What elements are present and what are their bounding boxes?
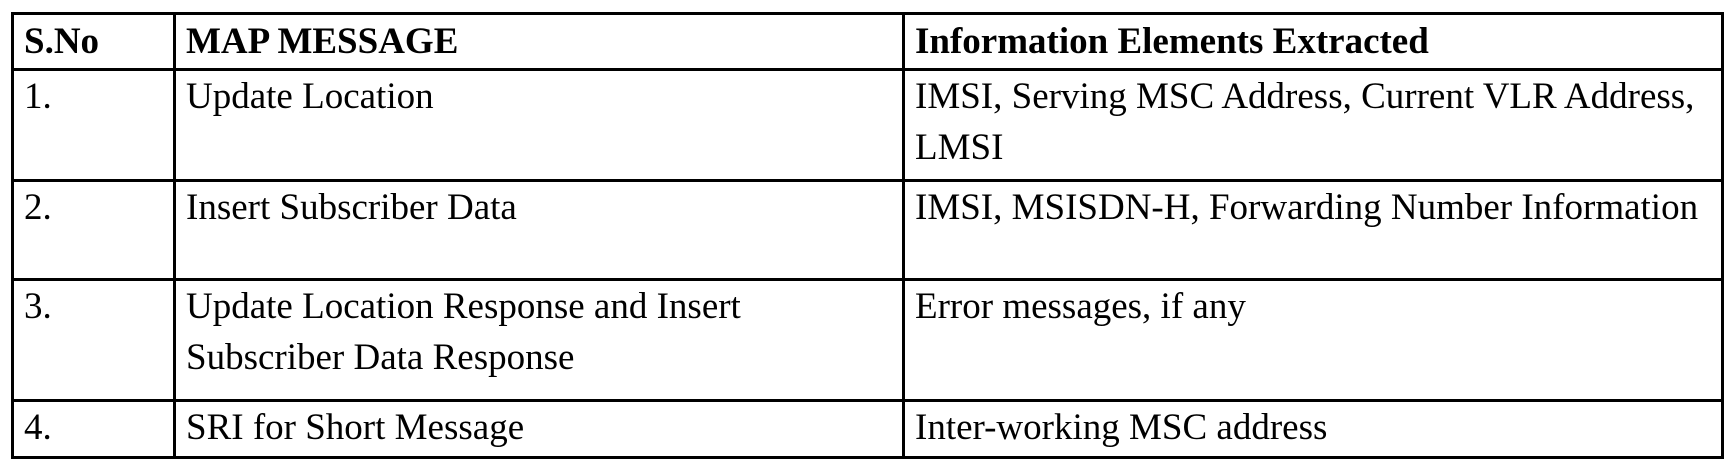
cell-map-message: SRI for Short Message (173, 399, 905, 459)
cell-information-elements: IMSI, Serving MSC Address, Current VLR A… (902, 68, 1724, 182)
cell-information-elements: IMSI, MSISDN-H, Forwarding Number Inform… (902, 179, 1724, 281)
header-map-message: MAP MESSAGE (173, 12, 905, 71)
map-message-table: S.No MAP MESSAGE Information Elements Ex… (11, 12, 1724, 459)
cell-sno: 3. (11, 278, 176, 402)
cell-sno: 4. (11, 399, 176, 459)
table-row: 3. Update Location Response and Insert S… (11, 278, 1724, 402)
table-header-row: S.No MAP MESSAGE Information Elements Ex… (11, 12, 1724, 71)
table-row: 4. SRI for Short Message Inter-working M… (11, 399, 1724, 459)
cell-information-elements: Error messages, if any (902, 278, 1724, 402)
cell-information-elements: Inter-working MSC address (902, 399, 1724, 459)
header-sno: S.No (11, 12, 176, 71)
cell-map-message: Insert Subscriber Data (173, 179, 905, 281)
header-information-elements: Information Elements Extracted (902, 12, 1724, 71)
cell-map-message: Update Location (173, 68, 905, 182)
table-row: 1. Update Location IMSI, Serving MSC Add… (11, 68, 1724, 182)
cell-map-message: Update Location Response and Insert Subs… (173, 278, 905, 402)
table-row: 2. Insert Subscriber Data IMSI, MSISDN-H… (11, 179, 1724, 281)
cell-sno: 1. (11, 68, 176, 182)
cell-sno: 2. (11, 179, 176, 281)
